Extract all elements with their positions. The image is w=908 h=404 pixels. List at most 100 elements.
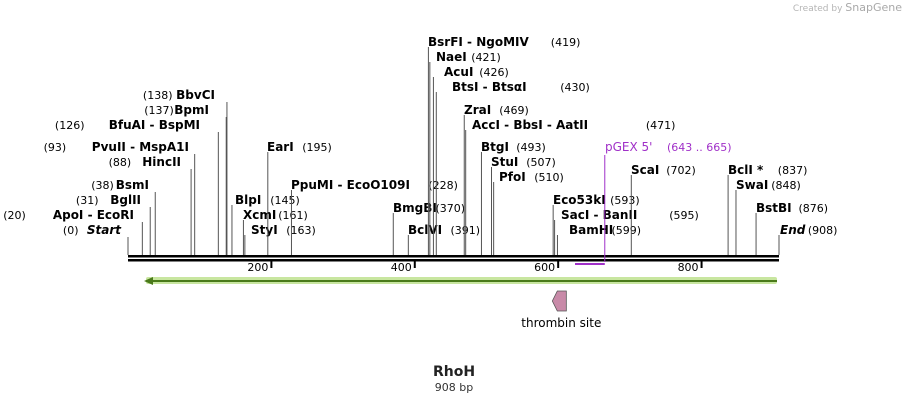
enzyme-position: (599) <box>612 224 642 237</box>
enzyme-name: BsmI <box>116 178 149 192</box>
cut-site: ScaI(702) <box>630 163 696 255</box>
cut-site: PvuII - MspA1I (93) <box>44 140 196 255</box>
enzyme-position: (93) <box>44 141 67 154</box>
enzyme-name: PvuII - MspA1I <box>92 140 189 154</box>
enzyme-name: BclVI <box>408 223 442 237</box>
enzyme-position: (228) <box>428 179 458 192</box>
cut-site: BmgBI(370) <box>392 201 466 255</box>
cut-site: BstBI (876) <box>755 201 829 255</box>
cut-site: BfuAI - BspMI (126) <box>55 118 219 255</box>
enzyme-name: PpuMI - EcoO109I <box>291 178 410 192</box>
enzyme-position: (370) <box>436 202 466 215</box>
enzyme-position: (145) <box>270 194 300 207</box>
enzyme-name: BlpI <box>235 193 261 207</box>
enzyme-name: XcmI <box>243 208 276 222</box>
snapgene-credit: Created by SnapGene <box>793 1 902 14</box>
cut-site: StuI (507) <box>490 155 556 255</box>
enzyme-position: (138) <box>143 89 173 102</box>
enzyme-name: ApoI - EcoRI <box>53 208 134 222</box>
enzyme-name: BtgI <box>481 140 509 154</box>
enzyme-position: (837) <box>778 164 808 177</box>
enzyme-position: (507) <box>526 156 556 169</box>
enzyme-name: ZraI <box>464 103 491 117</box>
thrombin-site-feature: thrombin site <box>521 290 601 330</box>
sequence-length: 908 bp <box>434 381 474 394</box>
enzyme-name: SacI - BanII <box>561 208 637 222</box>
enzyme-position: (493) <box>516 141 546 154</box>
primer-name: pGEX 5' <box>605 140 652 154</box>
cut-site: BlpI (145) <box>231 193 300 255</box>
cut-site: SwaI(848) <box>735 178 801 255</box>
enzyme-position: (31) <box>76 194 99 207</box>
enzyme-name: EarI <box>267 140 294 154</box>
enzyme-name: Start <box>87 223 122 237</box>
cut-site: BbvCI(138) <box>143 88 228 255</box>
enzyme-position: (137) <box>144 104 174 117</box>
enzyme-name: BamHI <box>569 223 613 237</box>
primer-range: (643 .. 665) <box>667 141 732 154</box>
axis-tick-label: 200 <box>247 261 268 274</box>
cut-site: BtsI - BtsαI(430) <box>435 80 590 255</box>
cut-site: AcuI (426) <box>432 65 509 255</box>
enzyme-position: (908) <box>808 224 838 237</box>
cut-site: PfoI (510) <box>493 170 564 255</box>
credit-prefix: Created by <box>792 4 843 14</box>
axis-tick-label: 400 <box>391 261 412 274</box>
enzyme-name: BbvCI <box>176 88 215 102</box>
enzyme-name: BstBI <box>756 201 792 215</box>
enzyme-position: (88) <box>109 156 132 169</box>
cut-site: Eco53kI (593) <box>552 193 640 255</box>
enzyme-position: (163) <box>286 224 316 237</box>
cut-site: ApoI - EcoRI (20) <box>3 208 143 255</box>
cut-site: HincII(88) <box>109 155 192 255</box>
cut-site: BclI * (837) <box>727 163 808 255</box>
enzyme-name: BpmI <box>174 103 209 117</box>
enzyme-position: (195) <box>302 141 332 154</box>
enzyme-position: (20) <box>3 209 26 222</box>
enzyme-position: (876) <box>799 202 829 215</box>
enzyme-position: (0) <box>63 224 79 237</box>
enzyme-name: SwaI <box>736 178 768 192</box>
enzyme-position: (126) <box>55 119 85 132</box>
cut-site: BclVI(391) <box>407 223 480 255</box>
cut-site: BamHI(599) <box>556 223 642 255</box>
enzyme-position: (419) <box>551 36 581 49</box>
enzyme-name: BglII <box>110 193 141 207</box>
enzyme-position: (469) <box>499 104 529 117</box>
enzyme-name: StuI <box>491 155 518 169</box>
cut-site: Start (0) <box>63 223 129 255</box>
enzyme-name: AccI - BbsI - AatII <box>472 118 588 132</box>
backbone-top-strand <box>128 255 779 258</box>
enzyme-position: (848) <box>771 179 801 192</box>
enzyme-position: (593) <box>610 194 640 207</box>
cut-site: End(908) <box>778 223 838 255</box>
enzyme-name: BfuAI - BspMI <box>109 118 200 132</box>
enzyme-position: (510) <box>534 171 564 184</box>
cut-site: EarI (195) <box>267 140 332 255</box>
backbone-bottom-strand <box>128 259 779 262</box>
cut-site: ZraI (469) <box>463 103 529 255</box>
enzyme-name: AcuI <box>444 65 473 79</box>
cut-site: BpmI(137) <box>144 103 227 255</box>
enzyme-position: (471) <box>646 119 676 132</box>
cut-site: BglII (31) <box>76 193 151 255</box>
enzyme-position: (161) <box>278 209 308 222</box>
cut-site: BsmI(38) <box>91 178 156 255</box>
enzyme-position: (595) <box>669 209 699 222</box>
thrombin-site-label: thrombin site <box>521 316 601 330</box>
snapgene-logo: SnapGene <box>845 1 902 14</box>
sequence-name: RhoH <box>432 364 476 380</box>
cut-site: BsrFI - NgoMIV (419) <box>427 35 581 255</box>
enzyme-name: PfoI <box>499 170 526 184</box>
orf-arrow-head <box>144 277 153 285</box>
enzyme-name: Eco53kI <box>553 193 606 207</box>
enzyme-name: BclI * <box>728 163 764 177</box>
thrombin-site-shape <box>551 290 567 312</box>
enzyme-position: (426) <box>479 66 509 79</box>
cut-site: StyI(163) <box>244 223 316 255</box>
enzyme-name: BtsI - BtsαI <box>452 80 527 94</box>
enzyme-name: BsrFI - NgoMIV <box>428 35 529 49</box>
cut-site: NaeI(421) <box>429 50 501 255</box>
axis-tick-label: 600 <box>534 261 555 274</box>
